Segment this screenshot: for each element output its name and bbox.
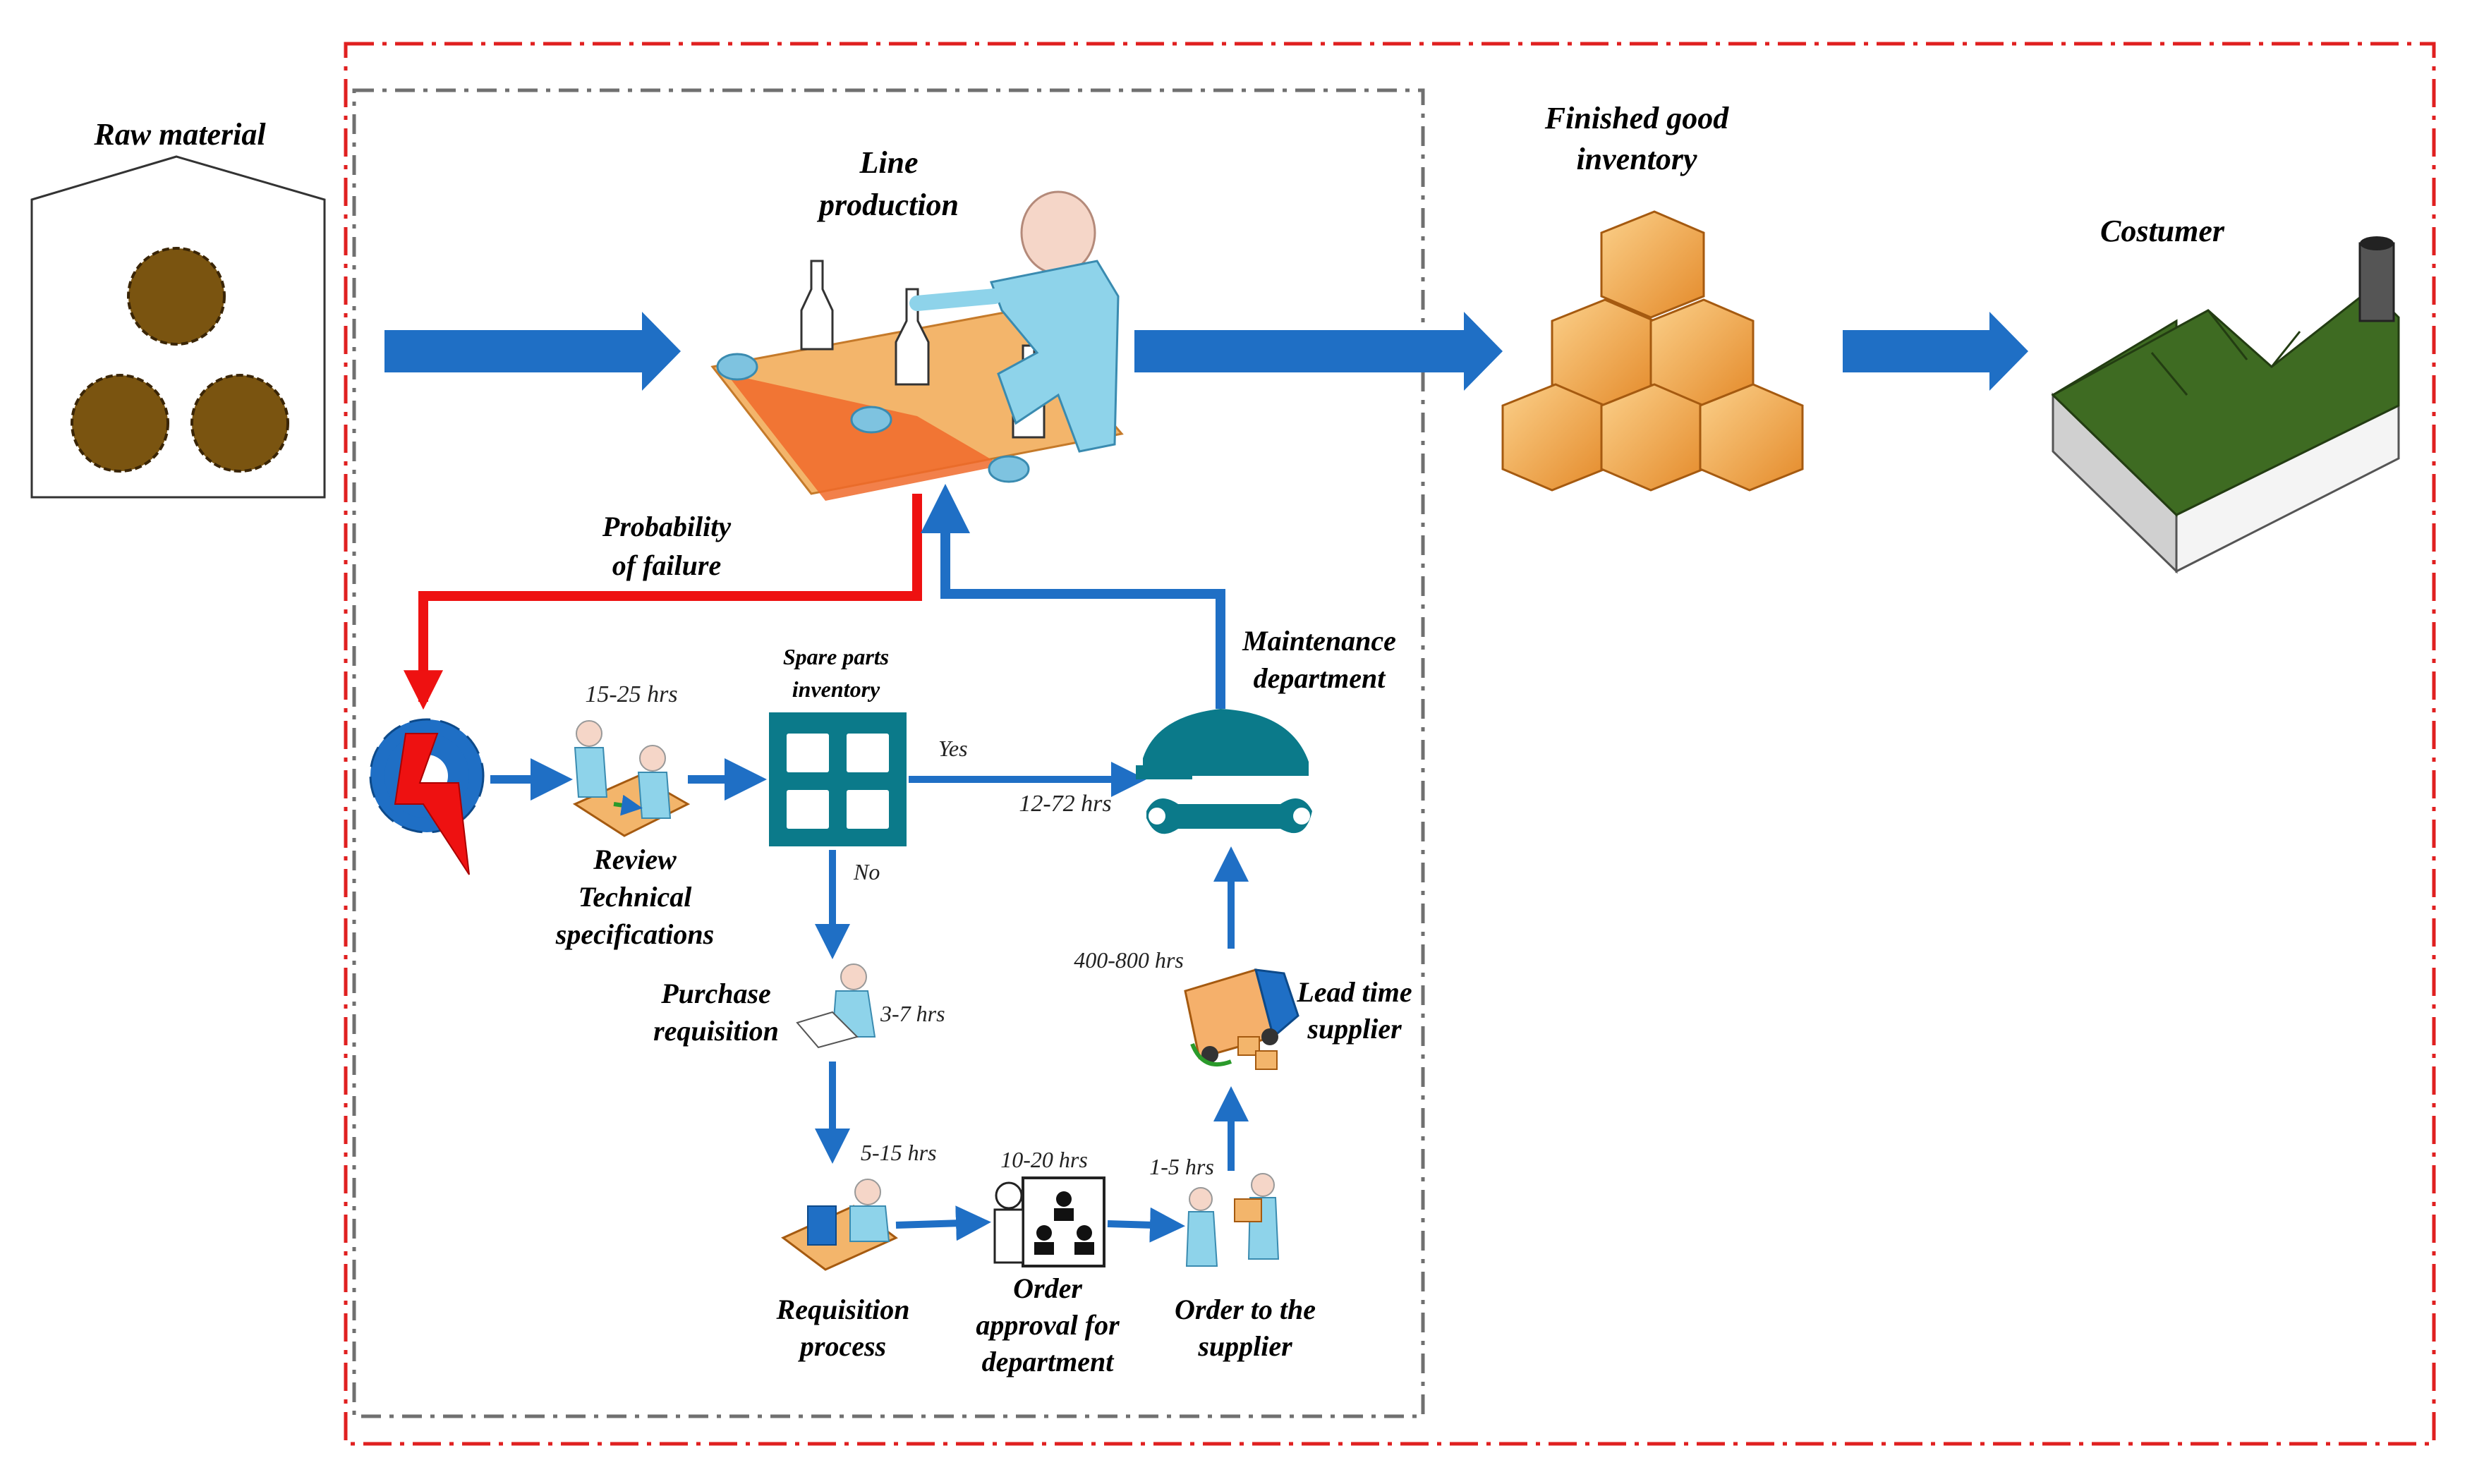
maintenance-label-2: department xyxy=(1254,662,1387,694)
maintenance-time: 12-72 hrs xyxy=(1019,791,1111,817)
spare-parts-label-2: inventory xyxy=(792,676,880,702)
raw-material-warehouse xyxy=(30,155,326,499)
supplier-order-icon xyxy=(1185,1173,1280,1267)
purchase-label-1: Purchase xyxy=(660,978,771,1009)
line-production-label-1: Line xyxy=(859,145,918,180)
flow-arrow-inventory-to-customer xyxy=(1843,312,2028,391)
purchase-requisition-icon xyxy=(796,963,876,1049)
review-label-2: Technical xyxy=(578,881,693,913)
review-meeting-icon xyxy=(572,720,691,837)
factory-icon xyxy=(2051,236,2400,574)
supplier-order-label-2: supplier xyxy=(1197,1330,1292,1362)
purchase-label-2: requisition xyxy=(653,1015,779,1047)
lead-time-label-1: Lead time xyxy=(1296,976,1412,1008)
worker-icon xyxy=(909,190,1120,453)
coconut-icon xyxy=(71,247,289,473)
finished-good-label-1: Finished good xyxy=(1544,101,1729,135)
costumer-label: Costumer xyxy=(2100,214,2225,248)
review-label-1: Review xyxy=(593,844,677,875)
approval-time: 10-20 hrs xyxy=(1000,1147,1088,1172)
raw-material-label: Raw material xyxy=(93,117,266,152)
lead-time: 400-800 hrs xyxy=(1074,947,1184,973)
requisition-computer-icon xyxy=(781,1179,898,1271)
flow-arrow-line-to-inventory xyxy=(1134,312,1503,391)
failure-arrow xyxy=(404,494,922,710)
review-time: 15-25 hrs xyxy=(585,681,677,707)
production-line-icon xyxy=(710,190,1124,501)
maintenance-icon xyxy=(1136,709,1312,834)
no-label: No xyxy=(853,859,880,884)
probability-label-1: Probability xyxy=(602,511,731,542)
approval-label-3: department xyxy=(982,1346,1115,1377)
arrow-approval-to-supplier xyxy=(1107,1207,1185,1243)
requisition-label-2: process xyxy=(798,1330,886,1362)
delivery-truck-icon xyxy=(1184,968,1299,1070)
arrow-requisition-to-approval xyxy=(895,1205,991,1241)
lead-time-label-2: supplier xyxy=(1307,1013,1402,1045)
stacked-boxes-icon xyxy=(1501,210,1804,492)
requisition-label-1: Requisition xyxy=(776,1294,910,1325)
approval-label-2: approval for xyxy=(976,1309,1120,1341)
maintenance-label-1: Maintenance xyxy=(1242,625,1396,657)
supply-chain-boundary xyxy=(344,42,2436,1446)
approval-presentation-icon xyxy=(993,1176,1105,1267)
supplier-order-time: 1-5 hrs xyxy=(1149,1154,1214,1179)
return-to-production-arrow xyxy=(921,484,1225,709)
spare-parts-label-1: Spare parts xyxy=(783,644,889,669)
purchase-time: 3-7 hrs xyxy=(880,1001,945,1026)
flow-arrow-raw-to-line xyxy=(384,312,681,391)
line-production-label-2: production xyxy=(816,188,959,222)
plant-boundary xyxy=(352,88,1425,1418)
supplier-order-label-1: Order to the xyxy=(1175,1294,1316,1325)
finished-good-label-2: inventory xyxy=(1576,142,1697,176)
spare-parts-icon xyxy=(769,712,907,846)
probability-label-2: of failure xyxy=(612,549,721,581)
review-label-3: specifications xyxy=(555,918,714,950)
approval-label-1: Order xyxy=(1013,1272,1082,1304)
yes-label: Yes xyxy=(938,736,968,761)
requisition-time: 5-15 hrs xyxy=(861,1140,937,1165)
failure-gear-icon xyxy=(369,718,485,875)
